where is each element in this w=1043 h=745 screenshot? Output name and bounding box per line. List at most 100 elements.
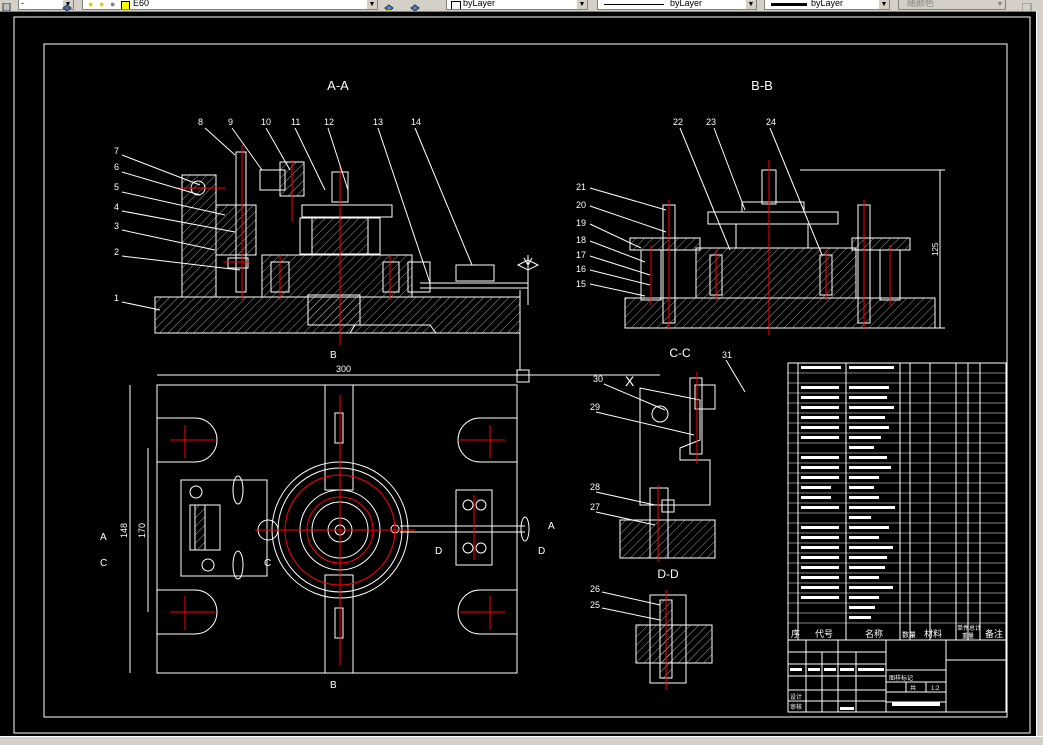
section-mark-c-left: C bbox=[100, 558, 107, 569]
section-aa-centerlines bbox=[175, 145, 391, 345]
layer-name: E60 bbox=[133, 0, 150, 8]
section-cc-leaders bbox=[595, 359, 746, 526]
chevron-down-icon: ▼ bbox=[746, 0, 756, 9]
chevron-down-icon: ▼ bbox=[995, 0, 1005, 9]
sun-icon: ● bbox=[99, 0, 105, 9]
chevron-down-icon: ▼ bbox=[63, 0, 73, 9]
title-sheet: 共 bbox=[910, 684, 916, 692]
section-bb-view: B-B bbox=[624, 78, 945, 329]
balloon-8: 8 bbox=[198, 117, 203, 127]
balloon-16: 16 bbox=[576, 264, 586, 274]
horizontal-scrollbar[interactable] bbox=[0, 736, 1043, 745]
color-swatch-icon bbox=[121, 1, 130, 9]
balloon-21: 21 bbox=[576, 182, 586, 192]
toolbar-grip-icon[interactable] bbox=[2, 0, 12, 11]
section-mark-b-top: B bbox=[330, 350, 337, 361]
title-label-mark: 图样标记 bbox=[889, 674, 913, 682]
section-mark-d-right: D bbox=[538, 546, 545, 557]
layer-previous-icon[interactable] bbox=[410, 0, 420, 11]
balloon-3: 3 bbox=[114, 221, 119, 231]
balloon-4: 4 bbox=[114, 202, 119, 212]
balloon-1: 1 bbox=[114, 293, 119, 303]
balloon-30: 30 bbox=[593, 374, 603, 384]
toolbar-scroll-icon[interactable] bbox=[1021, 0, 1032, 11]
balloon-9: 9 bbox=[228, 117, 233, 127]
balloon-12: 12 bbox=[324, 117, 334, 127]
header-single: 单件 bbox=[957, 624, 969, 632]
header-material: 材料 bbox=[924, 628, 942, 639]
balloon-14: 14 bbox=[411, 117, 421, 127]
section-cc-label: C-C bbox=[669, 346, 691, 360]
drawing-canvas[interactable]: A-A bbox=[0, 12, 1036, 736]
chevron-down-icon: ▼ bbox=[879, 0, 889, 9]
section-dd-view: D-D bbox=[635, 567, 713, 684]
section-mark-b-bottom: B bbox=[330, 680, 337, 691]
balloon-28: 28 bbox=[590, 482, 600, 492]
plotstyle-combo[interactable]: 随颜色 ▼ bbox=[898, 0, 1006, 10]
balloon-20: 20 bbox=[576, 200, 586, 210]
section-mark-a-left: A bbox=[100, 532, 107, 543]
balloon-22: 22 bbox=[673, 117, 683, 127]
balloon-27: 27 bbox=[590, 502, 600, 512]
dim-bb-height: 125 bbox=[931, 242, 940, 256]
section-bb-label: B-B bbox=[751, 78, 773, 93]
balloon-31: 31 bbox=[722, 350, 732, 360]
layer-manager-icon[interactable] bbox=[62, 0, 72, 11]
balloon-19: 19 bbox=[576, 218, 586, 228]
header-code: 代号 bbox=[815, 629, 833, 639]
section-dd-leaders bbox=[601, 591, 661, 621]
header-name: 名称 bbox=[865, 628, 883, 639]
section-aa-label: A-A bbox=[327, 78, 349, 93]
vertical-scrollbar[interactable] bbox=[1036, 11, 1043, 737]
toolbar: ‑ ▼ ● ● ● E60 ▼ byLayer ▼ byLayer ▼ byLa… bbox=[0, 0, 1043, 12]
header-qty: 数量 bbox=[902, 630, 916, 639]
balloon-2: 2 bbox=[114, 247, 119, 257]
layer-state-combo[interactable]: ● ● ● E60 ▼ bbox=[82, 0, 378, 10]
parts-list-rows bbox=[788, 372, 1006, 624]
parts-list-entries bbox=[801, 366, 895, 619]
dim-height: 148 bbox=[119, 523, 129, 538]
section-mark-d-left: D bbox=[435, 546, 442, 557]
dim-width: 300 bbox=[336, 364, 351, 374]
section-dd-balloons: 26 25 bbox=[590, 584, 600, 610]
linetype-combo[interactable]: byLayer ▼ bbox=[597, 0, 757, 10]
title-checker: 审核 bbox=[790, 703, 802, 711]
section-mark-a-right: A bbox=[548, 521, 555, 532]
chevron-down-icon: ▼ bbox=[577, 0, 587, 9]
plan-view-labels: 300 148 170 A C C A D D B bbox=[100, 364, 555, 691]
section-dd-label: D-D bbox=[657, 567, 679, 581]
balloon-29: 29 bbox=[590, 402, 600, 412]
lock-icon: ● bbox=[110, 0, 116, 9]
linetype-sample bbox=[604, 4, 664, 5]
balloon-11: 11 bbox=[291, 117, 300, 127]
header-serial: 序 bbox=[791, 628, 800, 639]
parts-list: 序 代号 名称 数量 材料 单件 总计 重量 备注 bbox=[787, 362, 1007, 641]
plan-view bbox=[129, 290, 660, 674]
color-combo[interactable]: byLayer ▼ bbox=[446, 0, 588, 10]
balloon-25: 25 bbox=[590, 600, 600, 610]
balloon-24: 24 bbox=[766, 117, 776, 127]
balloon-18: 18 bbox=[576, 235, 586, 245]
header-total: 总计 bbox=[969, 624, 981, 632]
title-block: 图样标记 共 1:2 设计 审核 bbox=[787, 639, 1007, 713]
section-bb-leaders bbox=[589, 127, 823, 297]
plan-view-centerlines bbox=[170, 395, 505, 665]
section-aa-balloons: 8 9 10 11 12 13 14 7 6 5 4 3 2 1 bbox=[114, 117, 421, 303]
drawing-frame-outer bbox=[13, 16, 1031, 734]
balloon-6: 6 bbox=[114, 162, 119, 172]
section-bb-centerlines bbox=[650, 160, 891, 335]
section-cc-centerlines bbox=[657, 372, 698, 562]
lineweight-combo[interactable]: byLayer ▼ bbox=[764, 0, 890, 10]
balloon-10: 10 bbox=[261, 117, 271, 127]
bulb-icon: ● bbox=[88, 0, 94, 9]
dim-height2: 170 bbox=[137, 523, 147, 538]
title-designer: 设计 bbox=[790, 693, 802, 701]
balloon-7: 7 bbox=[114, 146, 119, 156]
make-current-icon[interactable] bbox=[384, 0, 394, 11]
section-cc-view: C-C X bbox=[619, 346, 716, 559]
balloon-13: 13 bbox=[373, 117, 383, 127]
section-cc-balloons: 30 31 29 28 27 bbox=[590, 350, 732, 512]
section-aa-leaders bbox=[121, 127, 473, 311]
layer-combo[interactable]: ‑ ▼ bbox=[18, 0, 74, 10]
color-swatch-icon bbox=[451, 1, 461, 9]
